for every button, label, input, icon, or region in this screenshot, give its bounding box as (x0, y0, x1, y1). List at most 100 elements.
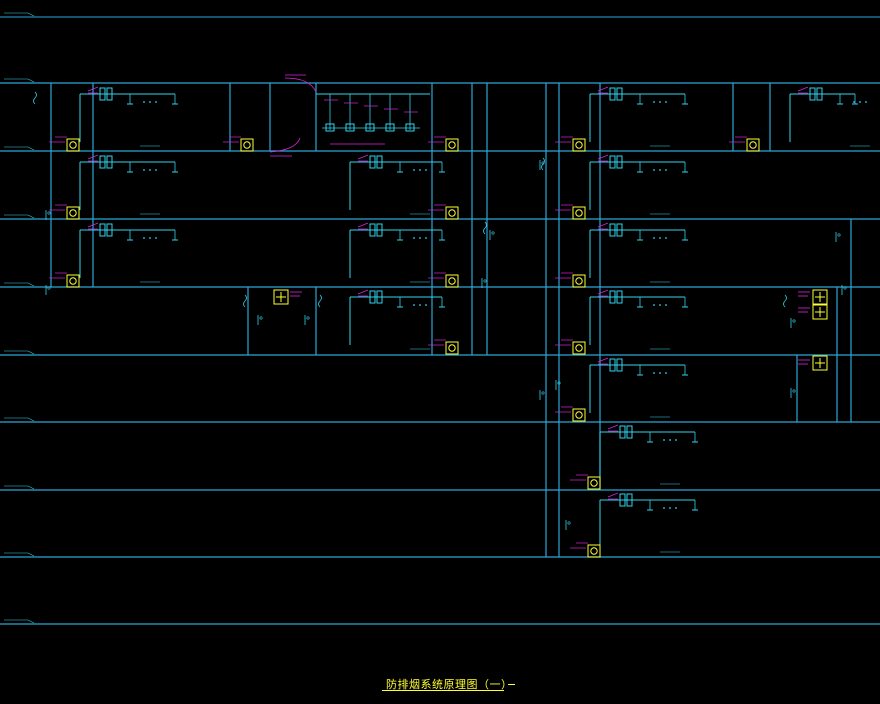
branch-c4-annotation (357, 289, 369, 295)
riser-label-dot (792, 389, 796, 393)
branch-f1-damper (816, 87, 823, 101)
fire-damper-icon-16-core (749, 141, 757, 149)
fire-damper-icon-2 (66, 206, 80, 220)
branch-r4-annotation (597, 289, 609, 295)
fire-damper-icon-6-core (448, 209, 456, 217)
branch-r3-ellipsis-dot (653, 237, 655, 239)
riser-label-dot (47, 286, 51, 290)
title-mark (508, 684, 515, 685)
fire-damper-icon-6 (445, 206, 459, 220)
riser-label-dot (557, 381, 561, 385)
branch-l1-damper (99, 87, 106, 101)
branch-l2-ellipsis-dot (149, 169, 151, 171)
branch-r5-annotation (597, 357, 609, 363)
branch-r2-damper (609, 155, 616, 169)
branch-c4-ellipsis-dot (413, 304, 415, 306)
branch-r3-ellipsis-dot (659, 237, 661, 239)
fire-damper-icon-5-core (448, 141, 456, 149)
branch-r6-ellipsis-dot (669, 439, 671, 441)
floor-label-tick (27, 12, 35, 17)
branch-l3-damper (106, 223, 113, 237)
branch-f1-damper (809, 87, 816, 101)
branch-r5-ellipsis-dot (659, 372, 661, 374)
branch-top-grille (405, 123, 415, 132)
floor-label-tick (27, 552, 35, 557)
branch-c2-ellipsis-dot (425, 169, 427, 171)
branch-r4-ellipsis-dot (665, 304, 667, 306)
branch-r3-damper (609, 223, 616, 237)
smoke-shaft-icon-5 (783, 294, 787, 308)
riser-label-dot (306, 316, 310, 320)
branch-c2-ellipsis-dot (419, 169, 421, 171)
fire-damper-icon-13 (572, 408, 586, 422)
fire-damper-icon-10 (572, 206, 586, 220)
fire-damper-icon-14 (587, 476, 601, 490)
exhaust-fan-icon-3 (812, 304, 828, 320)
branch-c2-annotation (357, 154, 369, 160)
branch-l3-ellipsis-dot (149, 237, 151, 239)
branch-r3-ellipsis-dot (665, 237, 667, 239)
branch-f1-ellipsis-dot (853, 101, 855, 103)
branch-l2-ellipsis-dot (143, 169, 145, 171)
branch-c3-ellipsis-dot (425, 237, 427, 239)
riser-label-dot (491, 231, 495, 235)
fire-damper-icon-9-core (575, 141, 583, 149)
branch-r2-ellipsis-dot (659, 169, 661, 171)
branch-r6-ellipsis-dot (663, 439, 665, 441)
branch-r1-damper (616, 87, 623, 101)
fire-damper-icon-9 (572, 138, 586, 152)
branch-l1-ellipsis-dot (143, 101, 145, 103)
branch-l2-ellipsis-dot (155, 169, 157, 171)
floor-label-tick (27, 146, 35, 151)
smoke-shaft-icon-3 (318, 294, 322, 308)
smoke-shaft-icon-1 (33, 91, 37, 105)
fire-damper-icon-10-core (575, 209, 583, 217)
branch-l2-annotation (87, 154, 99, 160)
floor-label-tick (27, 417, 35, 422)
branch-c2-damper (376, 155, 383, 169)
branch-r5-damper (609, 358, 616, 372)
branch-r4-ellipsis-dot (659, 304, 661, 306)
branch-l3-damper (99, 223, 106, 237)
fire-damper-icon-7 (445, 274, 459, 288)
fire-damper-icon-2-core (69, 209, 77, 217)
branch-top-grille (325, 123, 335, 132)
fire-damper-icon-5 (445, 138, 459, 152)
branch-r2-damper (616, 155, 623, 169)
callout-leader (269, 137, 301, 153)
branch-r6-damper (619, 425, 626, 439)
exhaust-fan-icon-2 (812, 289, 828, 305)
branch-r1-ellipsis-dot (659, 101, 661, 103)
fire-damper-icon-1 (66, 138, 80, 152)
riser-label-dot (792, 319, 796, 323)
fire-damper-icon-16 (746, 138, 760, 152)
branch-l1-damper (106, 87, 113, 101)
fire-damper-icon-8 (445, 341, 459, 355)
fire-damper-icon-15-core (590, 547, 598, 555)
branch-c2-damper (369, 155, 376, 169)
branch-r2-ellipsis-dot (665, 169, 667, 171)
floor-label-tick (27, 214, 35, 219)
fire-damper-icon-4 (240, 138, 254, 152)
fire-damper-icon-14-core (590, 479, 598, 487)
fire-damper-icon-3-core (69, 277, 77, 285)
branch-l1-ellipsis-dot (155, 101, 157, 103)
drawing-title: 防排烟系统原理图（一） (386, 678, 513, 691)
riser-label-dot (843, 286, 847, 290)
branch-r6-ellipsis-dot (675, 439, 677, 441)
branch-r3-annotation (597, 222, 609, 228)
branch-r3-damper (616, 223, 623, 237)
fire-damper-icon-1-core (69, 141, 77, 149)
branch-c3-damper (376, 223, 383, 237)
callout-leader (284, 77, 317, 93)
branch-l1-ellipsis-dot (149, 101, 151, 103)
branch-c4-ellipsis-dot (419, 304, 421, 306)
branch-c3-annotation (357, 222, 369, 228)
branch-r4-damper (616, 290, 623, 304)
branch-l1-annotation (87, 86, 99, 92)
riser-label-dot (47, 211, 51, 215)
fire-damper-icon-4-core (243, 141, 251, 149)
floor-label-tick (27, 619, 35, 624)
exhaust-fan-icon-1 (273, 289, 289, 305)
branch-r2-annotation (597, 154, 609, 160)
